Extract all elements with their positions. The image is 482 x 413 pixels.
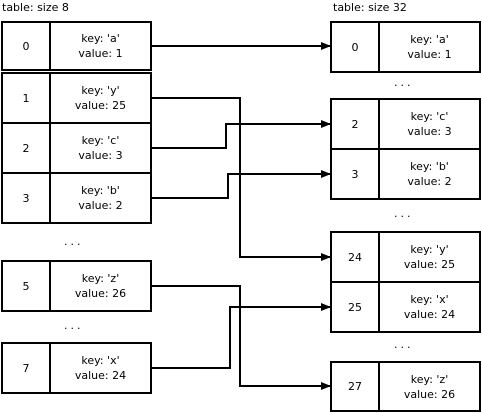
entry-value: value: 26 xyxy=(403,387,456,401)
right-index-cell: 3 xyxy=(330,148,380,200)
right-entry: key: 'a' value: 1 xyxy=(378,21,481,73)
arrow-y xyxy=(151,97,331,261)
right-index-cell: 24 xyxy=(330,231,380,283)
entry-value: value: 2 xyxy=(407,175,452,188)
arrow-x xyxy=(151,303,331,369)
entry-value: value: 2 xyxy=(78,199,123,212)
right-table-title: table: size 32 xyxy=(333,1,407,14)
arrow-c xyxy=(151,120,331,149)
entry-value: value: 25 xyxy=(403,258,456,271)
left-table-title: table: size 8 xyxy=(2,1,69,14)
left-entry: key: 'x' value: 24 xyxy=(49,342,152,394)
right-index-cell: 27 xyxy=(330,361,380,412)
left-entry: key: 'a' value: 1 xyxy=(49,21,152,71)
entry-key: key: 'x' xyxy=(410,293,449,306)
entry-key: key: 'x' xyxy=(81,354,120,367)
right-index-cell: 2 xyxy=(330,98,380,150)
left-index-cell: 2 xyxy=(1,122,51,174)
entry-key: key: 'z' xyxy=(410,372,449,386)
left-ellipsis: ... xyxy=(64,319,84,332)
entry-value: value: 3 xyxy=(78,149,123,162)
entry-value: value: 24 xyxy=(403,308,456,321)
right-entry: key: 'z' value: 26 xyxy=(378,361,481,412)
right-index-cell: 25 xyxy=(330,281,380,333)
entry-value: value: 1 xyxy=(407,48,452,61)
entry-key: key: 'y' xyxy=(81,84,120,97)
left-index-cell: 7 xyxy=(1,342,51,394)
right-entry: key: 'x' value: 24 xyxy=(378,281,481,333)
left-entry: key: 'b' value: 2 xyxy=(49,172,152,224)
entry-key: key: 'z' xyxy=(81,272,120,285)
right-entry: key: 'y' value: 25 xyxy=(378,231,481,283)
entry-key: key: 'b' xyxy=(81,184,120,197)
left-entry: key: 'z' value: 26 xyxy=(49,260,152,312)
left-index-cell: 5 xyxy=(1,260,51,312)
entry-key: key: 'c' xyxy=(410,110,449,123)
entry-key: key: 'a' xyxy=(410,33,449,46)
left-ellipsis: ... xyxy=(64,235,84,248)
arrow-b xyxy=(151,170,331,199)
entry-key: key: 'a' xyxy=(81,32,120,45)
right-ellipsis: ... xyxy=(394,76,414,89)
left-entry: key: 'y' value: 25 xyxy=(49,72,152,124)
right-entry: key: 'b' value: 2 xyxy=(378,148,481,200)
right-ellipsis: ... xyxy=(394,338,414,351)
entry-key: key: 'y' xyxy=(410,243,449,256)
arrow-z xyxy=(151,285,331,390)
entry-value: value: 25 xyxy=(74,99,127,112)
left-entry: key: 'c' value: 3 xyxy=(49,122,152,174)
left-index-cell: 0 xyxy=(1,21,51,71)
right-ellipsis: ... xyxy=(394,207,414,220)
entry-value: value: 3 xyxy=(407,125,452,138)
left-index-cell: 1 xyxy=(1,72,51,124)
entry-value: value: 24 xyxy=(74,369,127,382)
entry-key: key: 'c' xyxy=(81,134,120,147)
right-index-cell: 0 xyxy=(330,21,380,73)
entry-value: value: 1 xyxy=(78,47,123,60)
entry-key: key: 'b' xyxy=(410,160,449,173)
right-entry: key: 'c' value: 3 xyxy=(378,98,481,150)
entry-value: value: 26 xyxy=(74,287,127,300)
left-index-cell: 3 xyxy=(1,172,51,224)
